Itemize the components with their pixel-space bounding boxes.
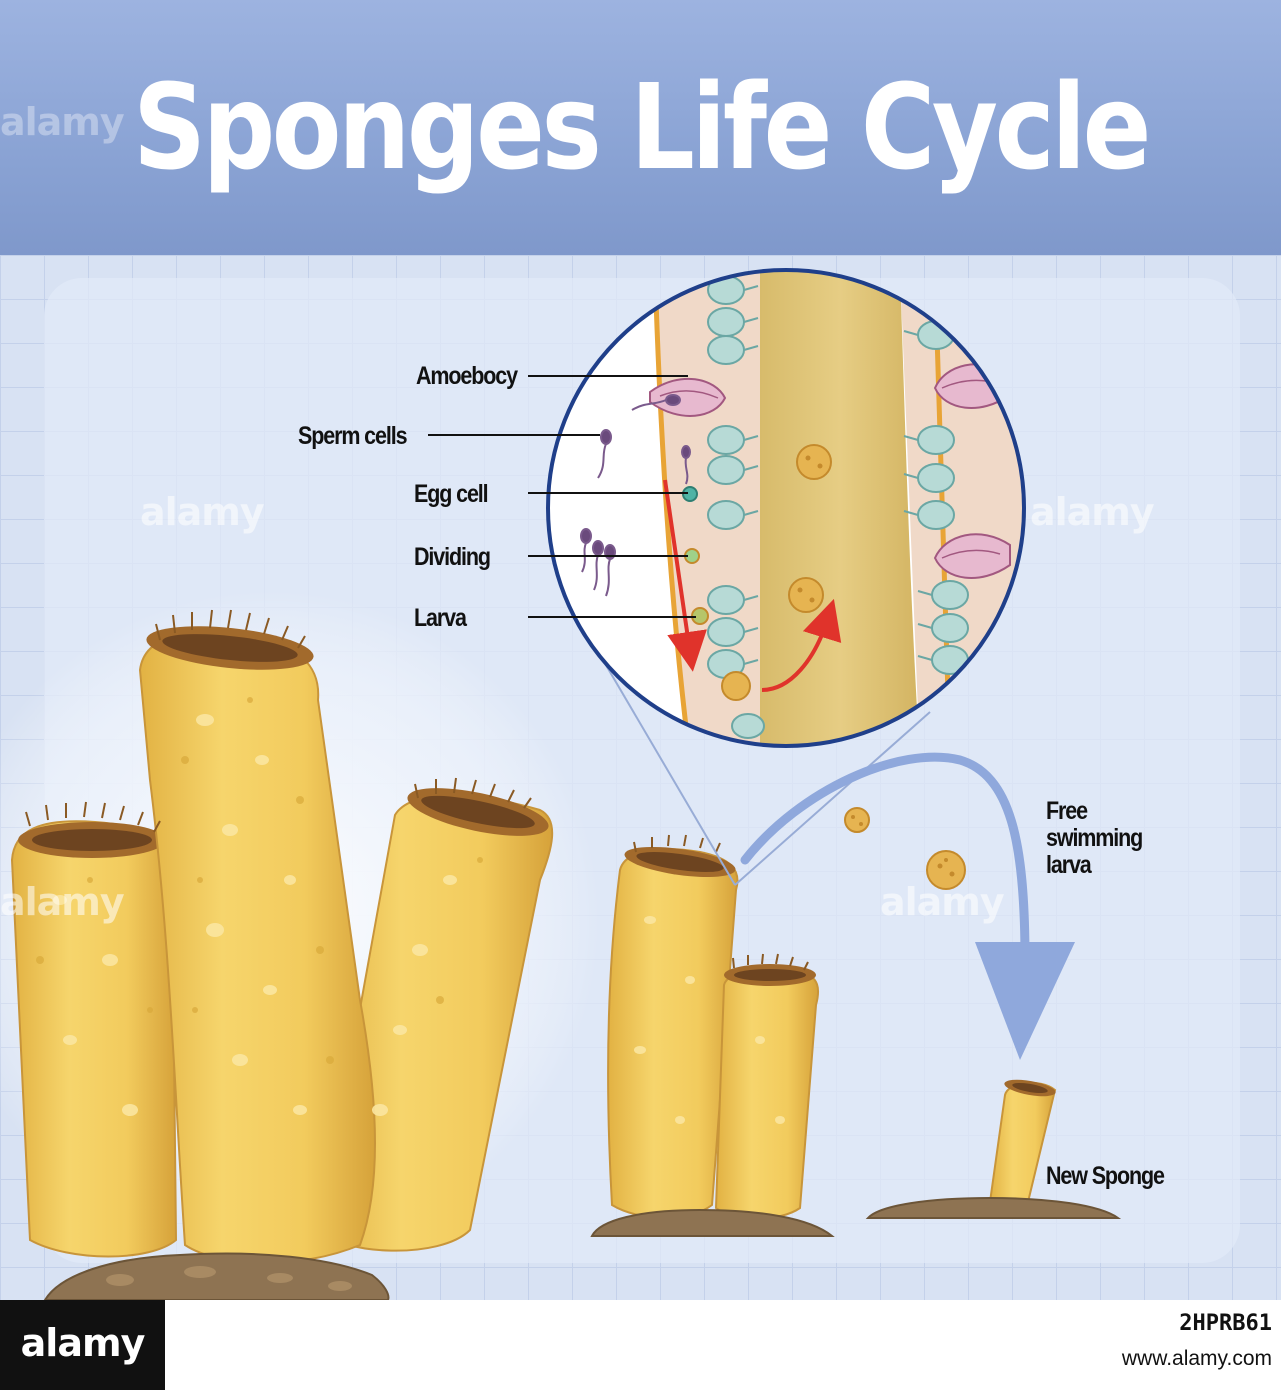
stock-footer [0,1300,1281,1390]
stock-image-id: 2HPRB61 [1179,1311,1272,1336]
new-sponge-illustration [865,1079,1122,1219]
free-larvae [844,807,966,890]
label-larva: Larva [414,604,467,632]
diagram-stage: Sponges Life Cycle [0,0,1281,1300]
label-new-sponge: New Sponge [1046,1162,1165,1190]
watermark-text: alamy [880,880,1005,924]
label-egg-cell: Egg cell [414,480,489,508]
magnified-cross-section [546,268,1026,748]
leader-larva [528,616,696,618]
label-free-swimming-larva: Free swimming larva [1046,797,1143,879]
watermark-text: alamy [0,880,125,924]
illustration [0,268,1122,1300]
watermark-text: alamy [0,100,125,144]
watermark-text: alamy [1030,490,1155,534]
adult-sponge-colony [10,609,554,1300]
label-sperm-cells: Sperm cells [298,422,408,450]
zoom-lines [592,642,931,886]
parent-sponge [590,834,835,1237]
leader-dividing [528,555,688,557]
stock-logo: alamy [0,1300,165,1390]
watermark-text: alamy [140,490,265,534]
leader-egg-cell [528,492,688,494]
label-amoebocy: Amoebocy [416,362,518,390]
flow-arrow [740,752,1075,1060]
page-title: Sponges Life Cycle [132,58,1152,196]
leader-amoebocy [528,375,688,377]
stock-url: www.alamy.com [1121,1347,1272,1370]
label-dividing: Dividing [414,543,491,571]
title-banner: Sponges Life Cycle [0,0,1281,255]
leader-sperm-cells [428,434,600,436]
